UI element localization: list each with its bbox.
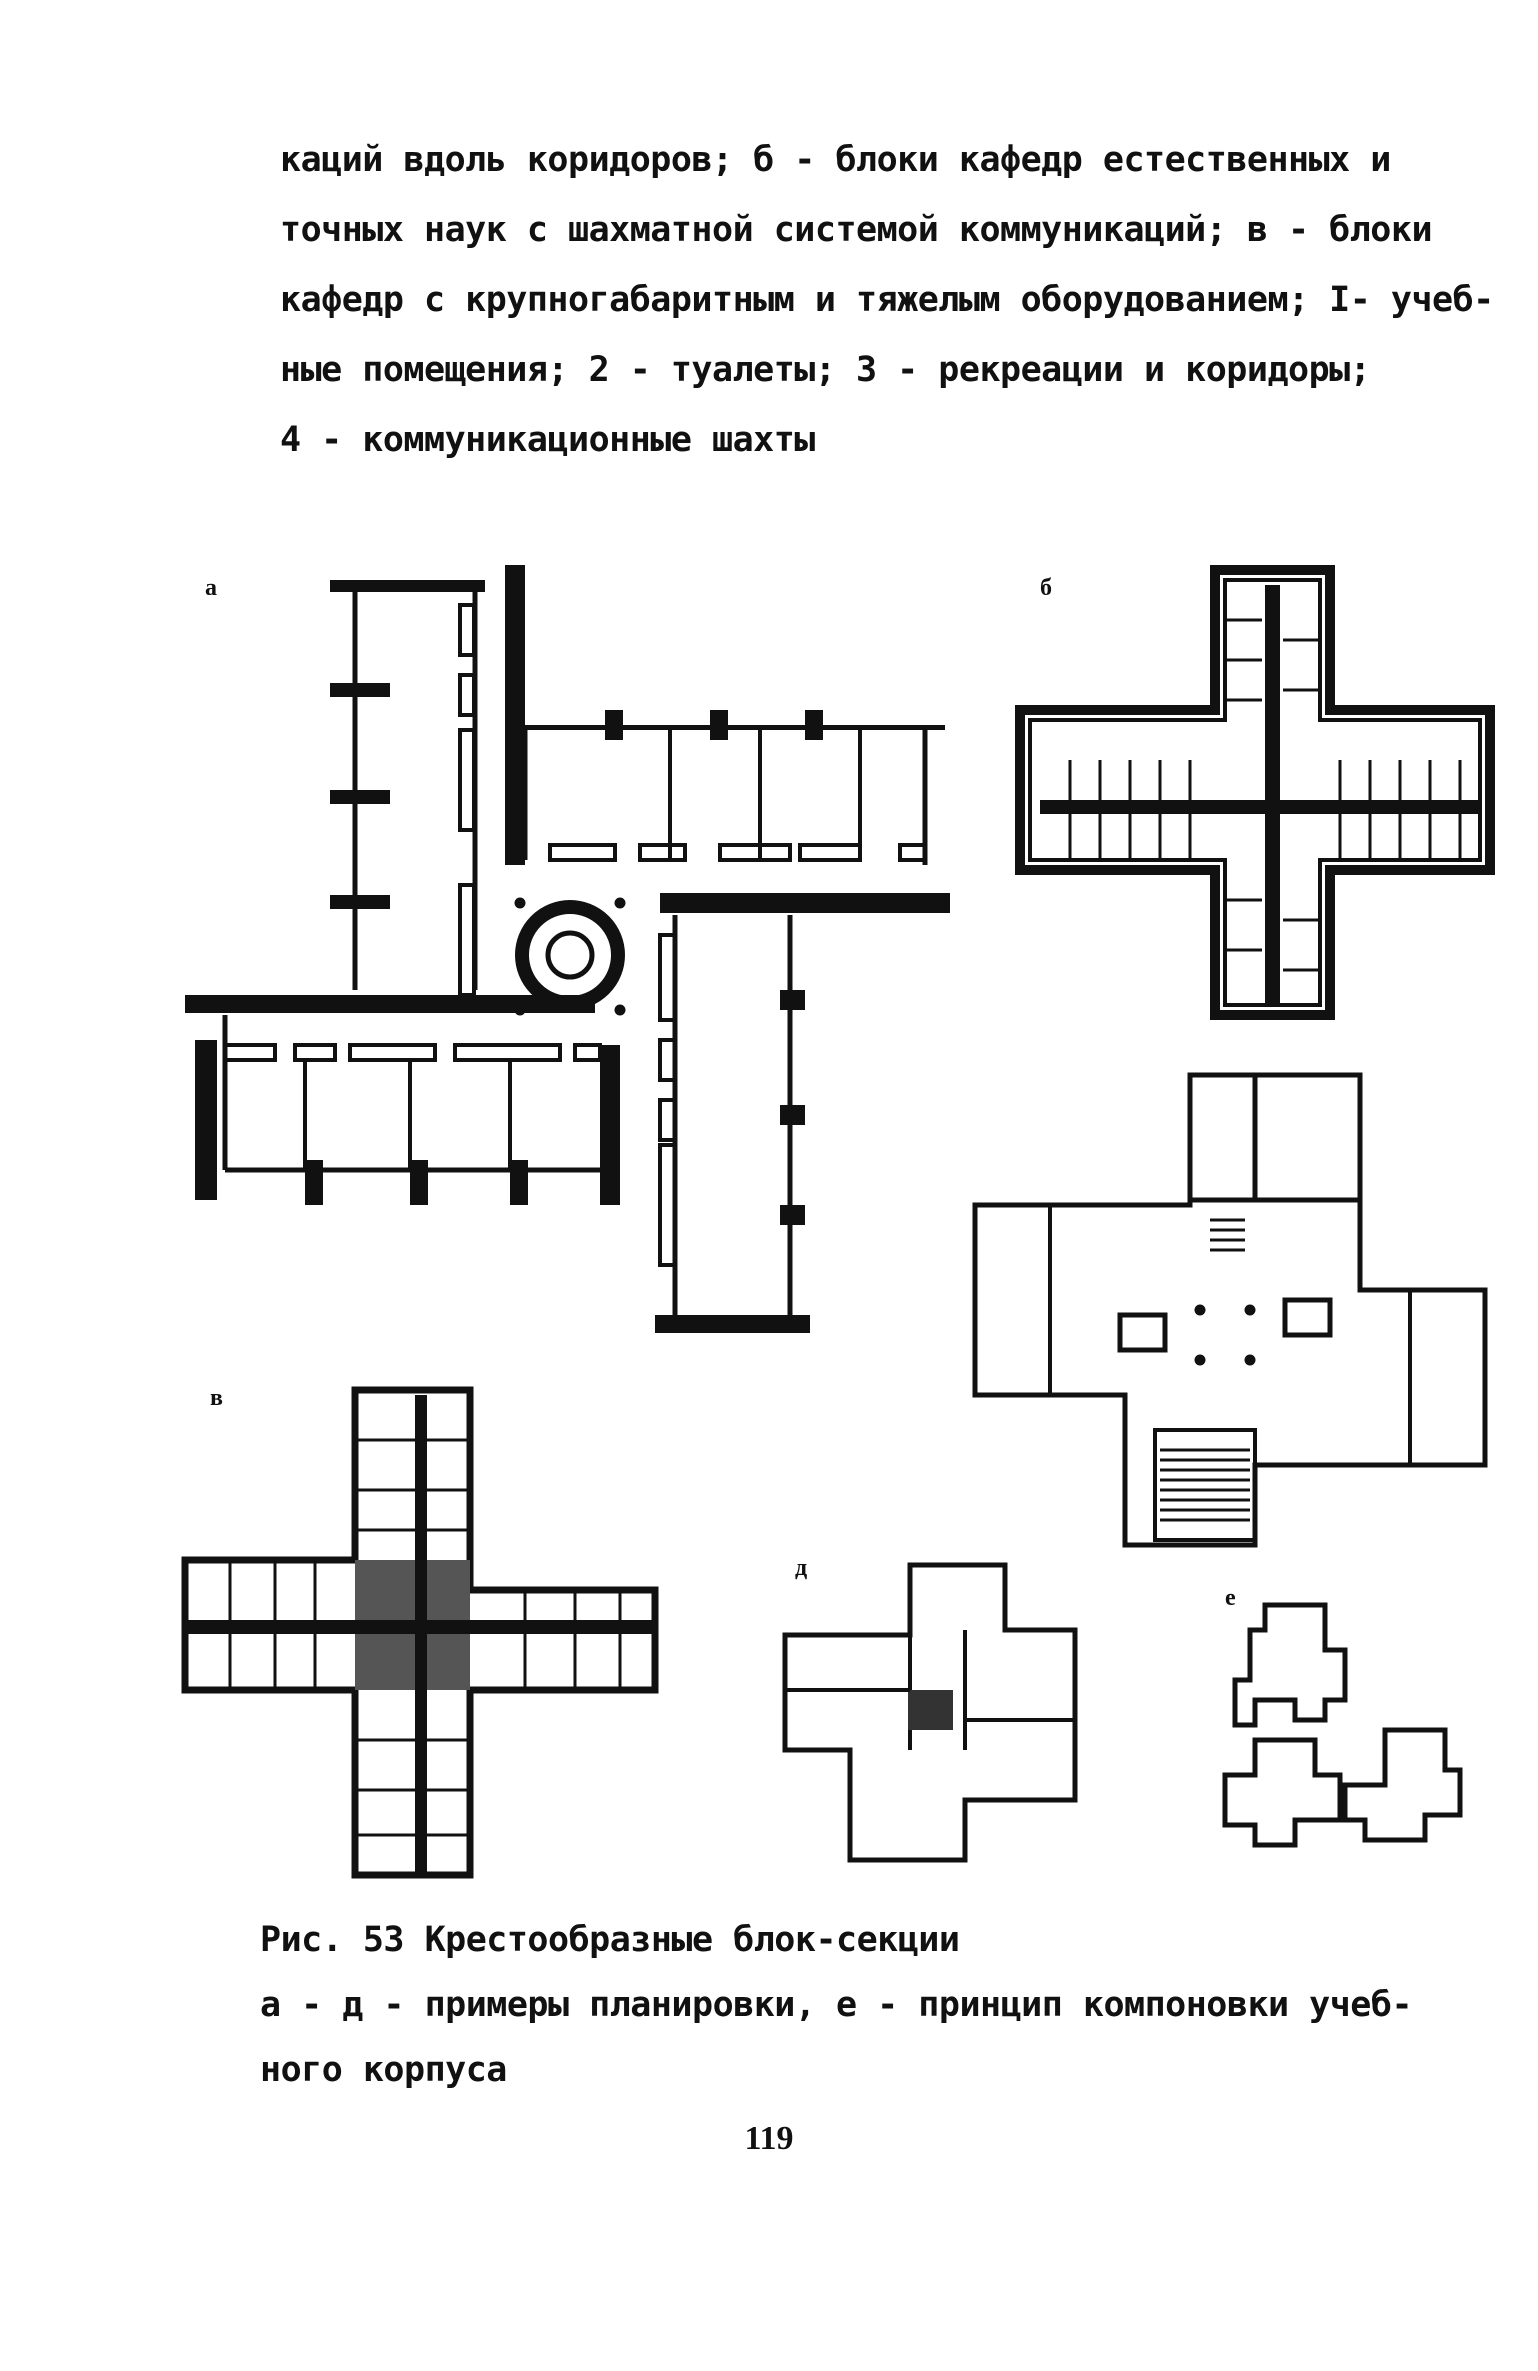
caption-line-2: а - д - примеры планировки, е - принцип … bbox=[260, 1985, 1413, 2025]
intro-line-3: кафедр с крупногабаритным и тяжелым обор… bbox=[280, 280, 1494, 320]
plan-b bbox=[1015, 565, 1495, 1020]
plan-e bbox=[1222, 1602, 1463, 1848]
plan-d bbox=[782, 1562, 1078, 1863]
label-v: в bbox=[210, 1385, 223, 1411]
intro-line-2: точных наук с шахматной системой коммуни… bbox=[280, 210, 1433, 250]
page-number: 119 bbox=[744, 2120, 794, 2157]
caption-line-3: ного корпуса bbox=[260, 2050, 507, 2090]
label-e: е bbox=[1225, 1585, 1236, 1611]
intro-line-5: 4 - коммуникационные шахты bbox=[280, 420, 815, 460]
intro-line-1: каций вдоль коридоров; б - блоки кафедр … bbox=[280, 140, 1391, 180]
label-d: д bbox=[795, 1555, 808, 1581]
label-b: б bbox=[1040, 575, 1052, 601]
label-a: а bbox=[205, 575, 217, 601]
plan-a bbox=[185, 565, 950, 1333]
intro-line-4: ные помещения; 2 - туалеты; 3 - рекреаци… bbox=[280, 350, 1371, 390]
plan-v bbox=[181, 1386, 659, 1879]
caption-title: Рис. 53 Крестообразные блок-секции bbox=[260, 1920, 960, 1960]
plan-g bbox=[972, 1072, 1488, 1548]
